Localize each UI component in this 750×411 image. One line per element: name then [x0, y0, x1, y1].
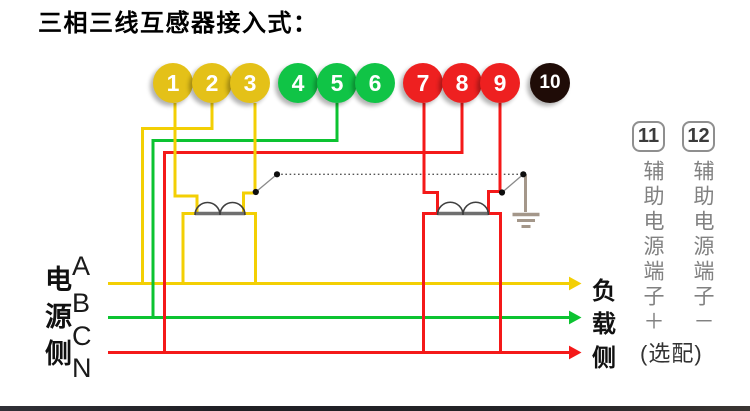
load-side-char-3: 侧 — [592, 345, 616, 372]
aux-terminal-12-label: 辅助电源端子－ — [691, 160, 714, 335]
terminal-4: 4 — [278, 63, 318, 103]
terminal-6: 6 — [355, 63, 395, 103]
ground-link-left-diagonal — [255, 173, 278, 193]
phase-a-line — [108, 276, 582, 291]
ct1-exit-right-wire — [245, 212, 257, 284]
terminal-9-wire — [487, 103, 502, 214]
terminal-3-wire — [242, 103, 257, 214]
terminal-7: 7 — [403, 63, 443, 103]
diagram-title: 三相三线互感器接入式： — [38, 10, 319, 37]
terminal-8: 8 — [442, 63, 482, 103]
terminal-10: 10 — [530, 63, 570, 103]
phase-b-arrow-icon — [569, 310, 582, 325]
phase-a-label: A — [72, 251, 91, 281]
terminal-1-wire — [173, 103, 199, 214]
terminal-5-wire — [151, 103, 339, 318]
aux-terminal-11-label: 辅助电源端子＋ — [641, 160, 664, 335]
phase-a-arrow-icon — [569, 276, 582, 291]
bottom-bar — [0, 406, 750, 411]
source-side-label: 电源侧 — [41, 265, 71, 376]
junction-dot — [520, 171, 527, 178]
terminal-7-wire — [422, 103, 439, 214]
neutral-label: N — [72, 353, 92, 383]
ground-link-right-diagonal — [501, 173, 524, 193]
ct2-winding-icon — [436, 201, 490, 216]
terminal-9: 9 — [480, 63, 520, 103]
terminal-2-wire — [141, 103, 214, 284]
phase-a-wires — [141, 103, 257, 284]
ct2-exit-left-wire — [422, 212, 438, 353]
aux-terminal-12-number: 12 — [687, 125, 710, 147]
terminal-1: 1 — [153, 63, 193, 103]
junction-dot — [273, 171, 281, 178]
junction-dot — [252, 188, 259, 196]
junction-dots — [252, 171, 527, 196]
terminal-8-wire — [163, 103, 464, 353]
terminal-2: 2 — [192, 63, 232, 103]
phase-c-label: C — [72, 321, 92, 351]
phase-b-line — [108, 310, 582, 325]
phase-b-label: B — [72, 288, 91, 318]
ground-icon — [512, 174, 540, 228]
ct1-exit-left-wire — [181, 212, 195, 284]
load-side-char-2: 载 — [592, 311, 616, 338]
aux-terminal-12: 12 — [682, 121, 715, 152]
ct1 — [194, 201, 246, 216]
aux-terminal-11: 11 — [632, 121, 665, 152]
ct2 — [436, 201, 490, 216]
ct1-winding-icon — [194, 201, 246, 216]
ct2-exit-right-wire — [488, 212, 502, 353]
aux-terminal-11-number: 11 — [637, 125, 660, 147]
load-side-char-1: 负 — [592, 278, 616, 305]
phase-c-arrow-icon — [569, 345, 582, 360]
optional-note: (选配) — [640, 341, 703, 366]
phase-c-wires — [163, 103, 502, 353]
ground-link-wire — [255, 173, 524, 193]
phase-c-line — [108, 345, 582, 360]
terminal-3: 3 — [230, 63, 270, 103]
terminal-5: 5 — [317, 63, 357, 103]
junction-dot — [498, 189, 506, 196]
